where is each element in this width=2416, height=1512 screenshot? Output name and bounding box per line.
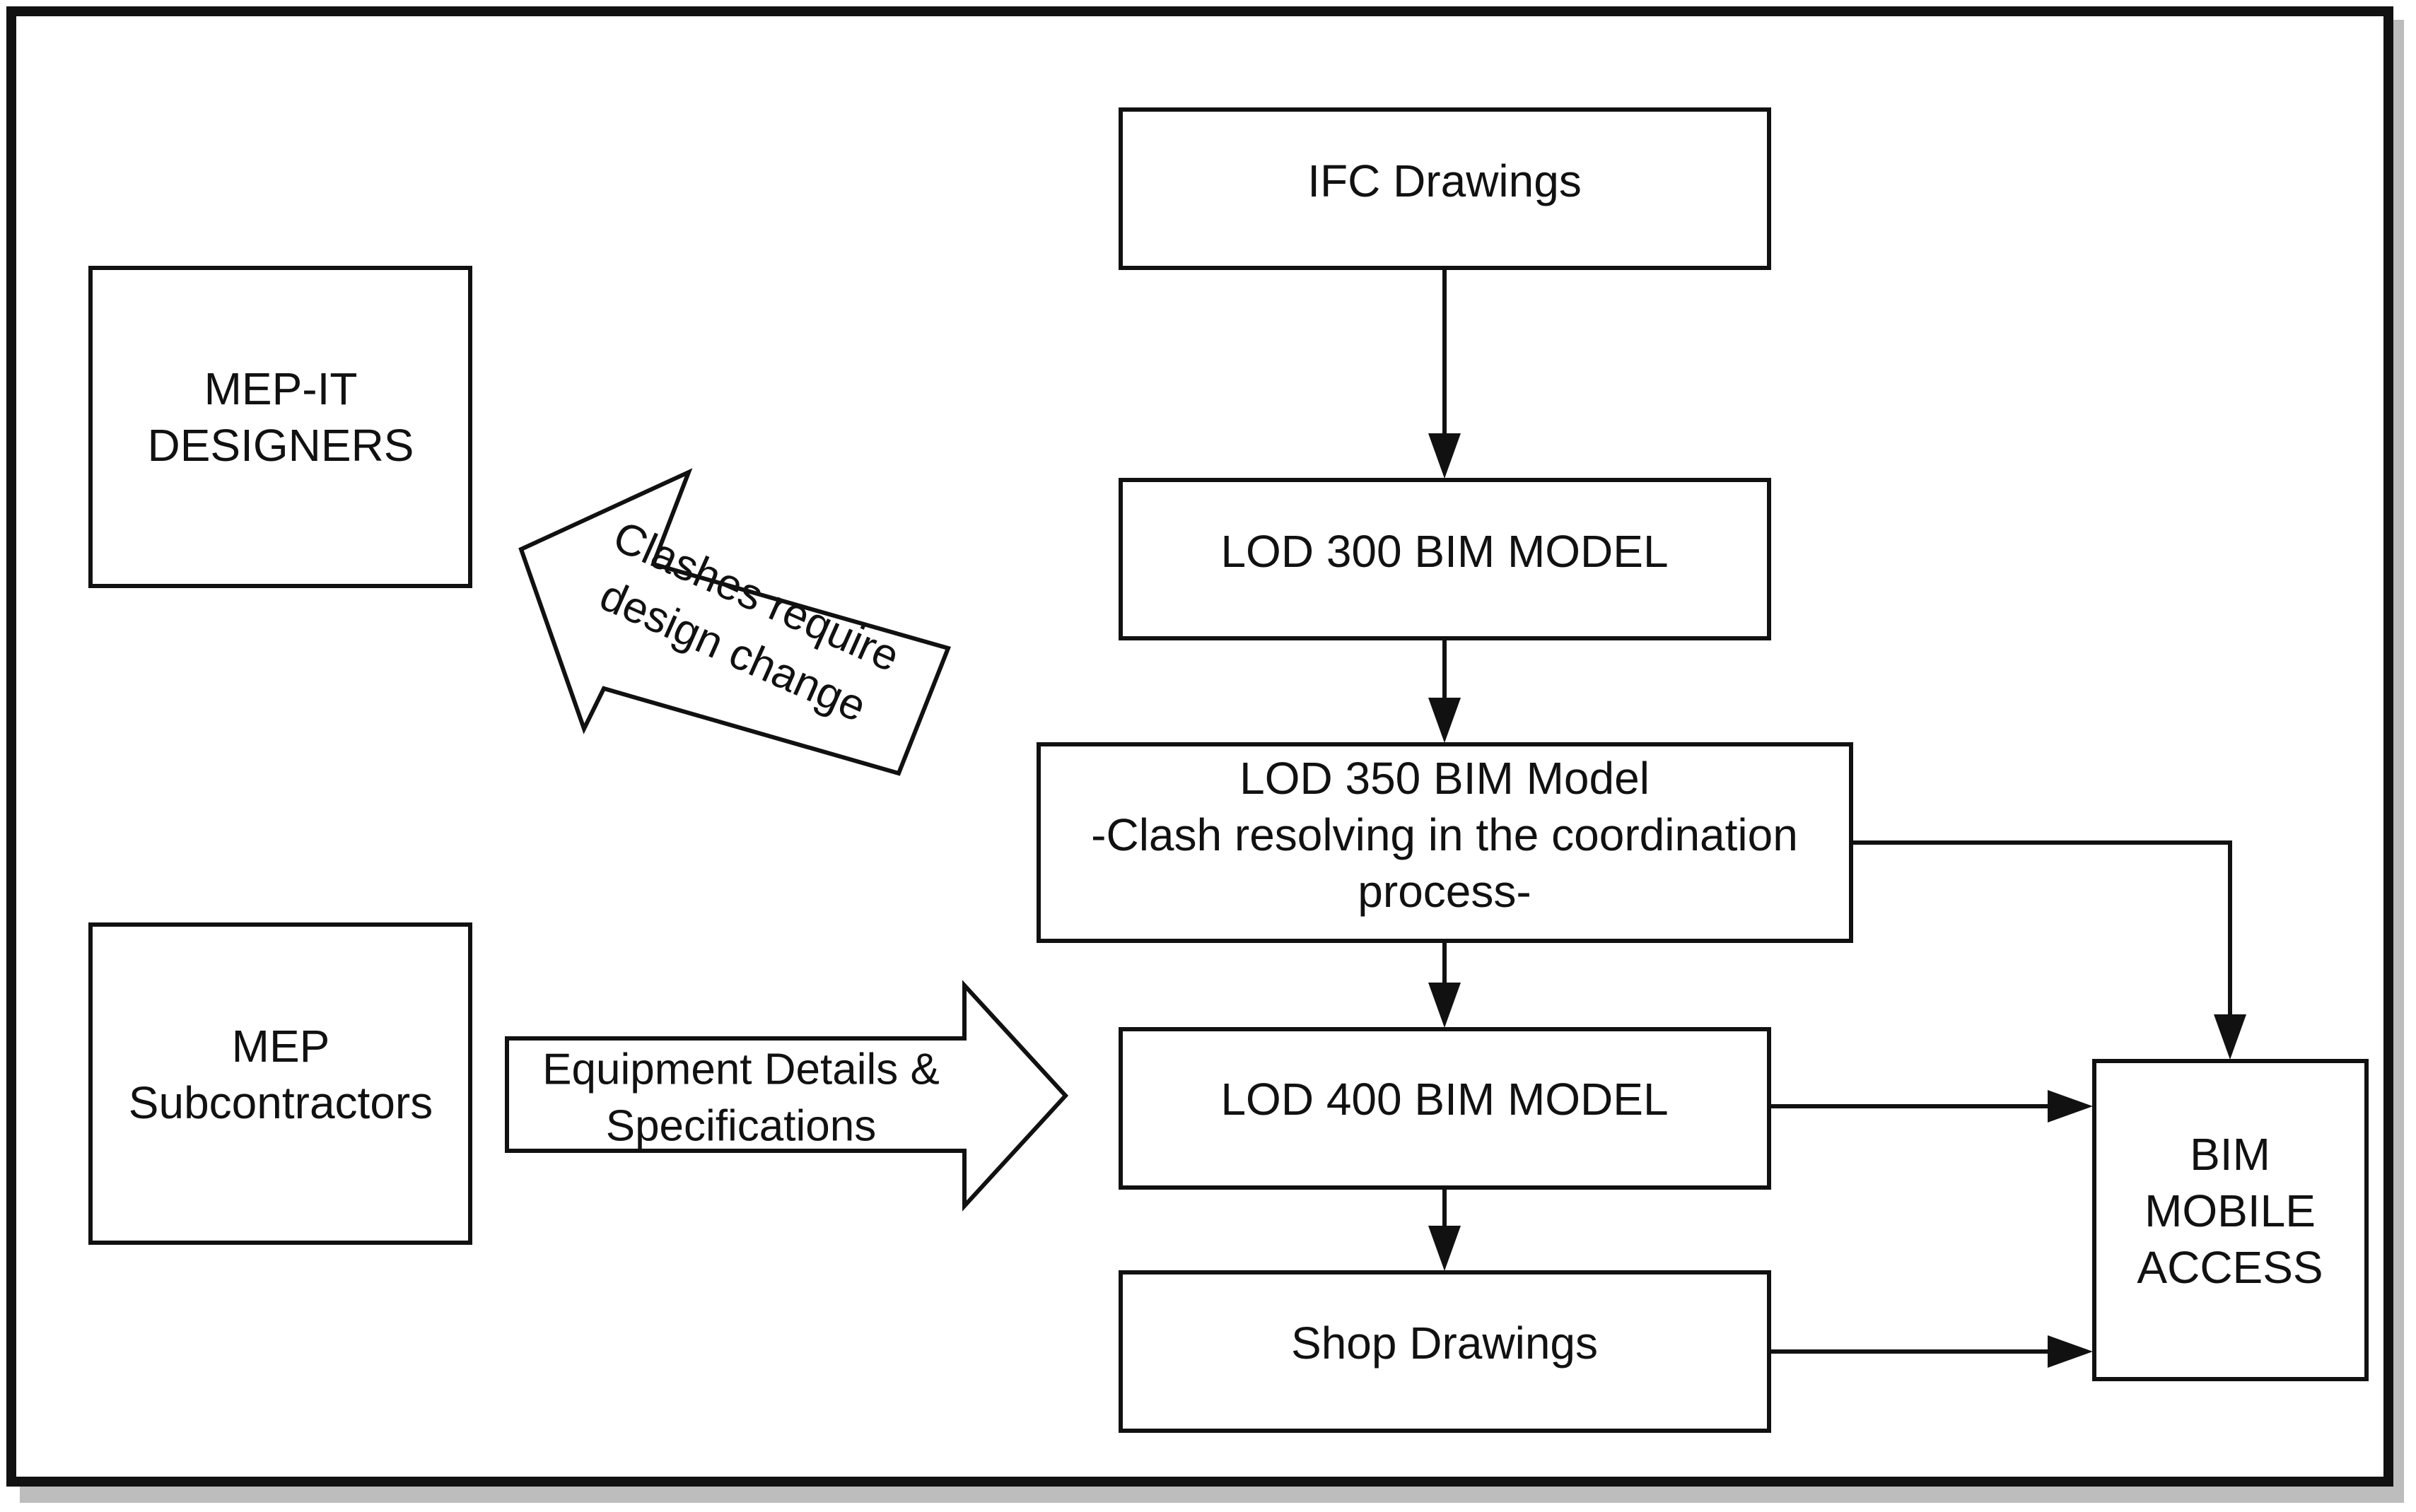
node-bim-mobile-access-line-2: MOBILE xyxy=(2144,1185,2316,1236)
node-mep-it-designers-line-1: MEP-IT xyxy=(204,363,358,414)
node-ifc-drawings-label: IFC Drawings xyxy=(1307,156,1582,206)
edge-lod300-to-lod350 xyxy=(1428,638,1461,743)
edge-ifc-to-lod300 xyxy=(1428,268,1461,479)
node-mep-it-designers: MEP-IT DESIGNERS xyxy=(88,266,472,588)
node-shop-drawings: Shop Drawings xyxy=(1119,1270,1771,1433)
node-mep-subcontractors-line-1: MEP xyxy=(232,1021,330,1072)
edge-lod400-to-bim-mobile xyxy=(1769,1090,2093,1123)
block-arrow-equipment-line-1: Equipment Details & xyxy=(542,1045,940,1094)
node-lod400-label: LOD 400 BIM MODEL xyxy=(1220,1074,1668,1125)
node-mep-it-designers-line-2: DESIGNERS xyxy=(148,420,414,471)
node-lod400: LOD 400 BIM MODEL xyxy=(1119,1027,1771,1190)
edge-lod350-to-bim-mobile xyxy=(1851,840,2246,1060)
node-shop-drawings-label: Shop Drawings xyxy=(1291,1318,1598,1369)
node-bim-mobile-access-line-3: ACCESS xyxy=(2137,1242,2323,1293)
node-lod300-label: LOD 300 BIM MODEL xyxy=(1220,526,1668,577)
node-bim-mobile-access-line-1: BIM xyxy=(2190,1129,2270,1180)
node-lod350: LOD 350 BIM Model -Clash resolving in th… xyxy=(1037,742,1853,943)
node-lod300: LOD 300 BIM MODEL xyxy=(1119,478,1771,640)
node-bim-mobile-access: BIM MOBILE ACCESS xyxy=(2092,1059,2369,1381)
edge-lod350-to-lod400 xyxy=(1428,941,1461,1028)
edge-lod400-to-shop-drawings xyxy=(1428,1188,1461,1271)
node-ifc-drawings: IFC Drawings xyxy=(1119,107,1771,270)
node-lod350-line-1: LOD 350 BIM Model xyxy=(1239,753,1650,804)
edge-shop-drawings-to-bim-mobile xyxy=(1769,1335,2093,1368)
block-arrow-equipment: Equipment Details & Specifications xyxy=(505,980,1069,1212)
node-mep-subcontractors: MEP Subcontractors xyxy=(88,922,472,1245)
node-lod350-line-3: process- xyxy=(1358,866,1531,917)
block-arrow-equipment-line-2: Specifications xyxy=(606,1101,877,1150)
node-lod350-line-2: -Clash resolving in the coordination xyxy=(1091,809,1798,860)
node-mep-subcontractors-line-2: Subcontractors xyxy=(129,1077,433,1128)
